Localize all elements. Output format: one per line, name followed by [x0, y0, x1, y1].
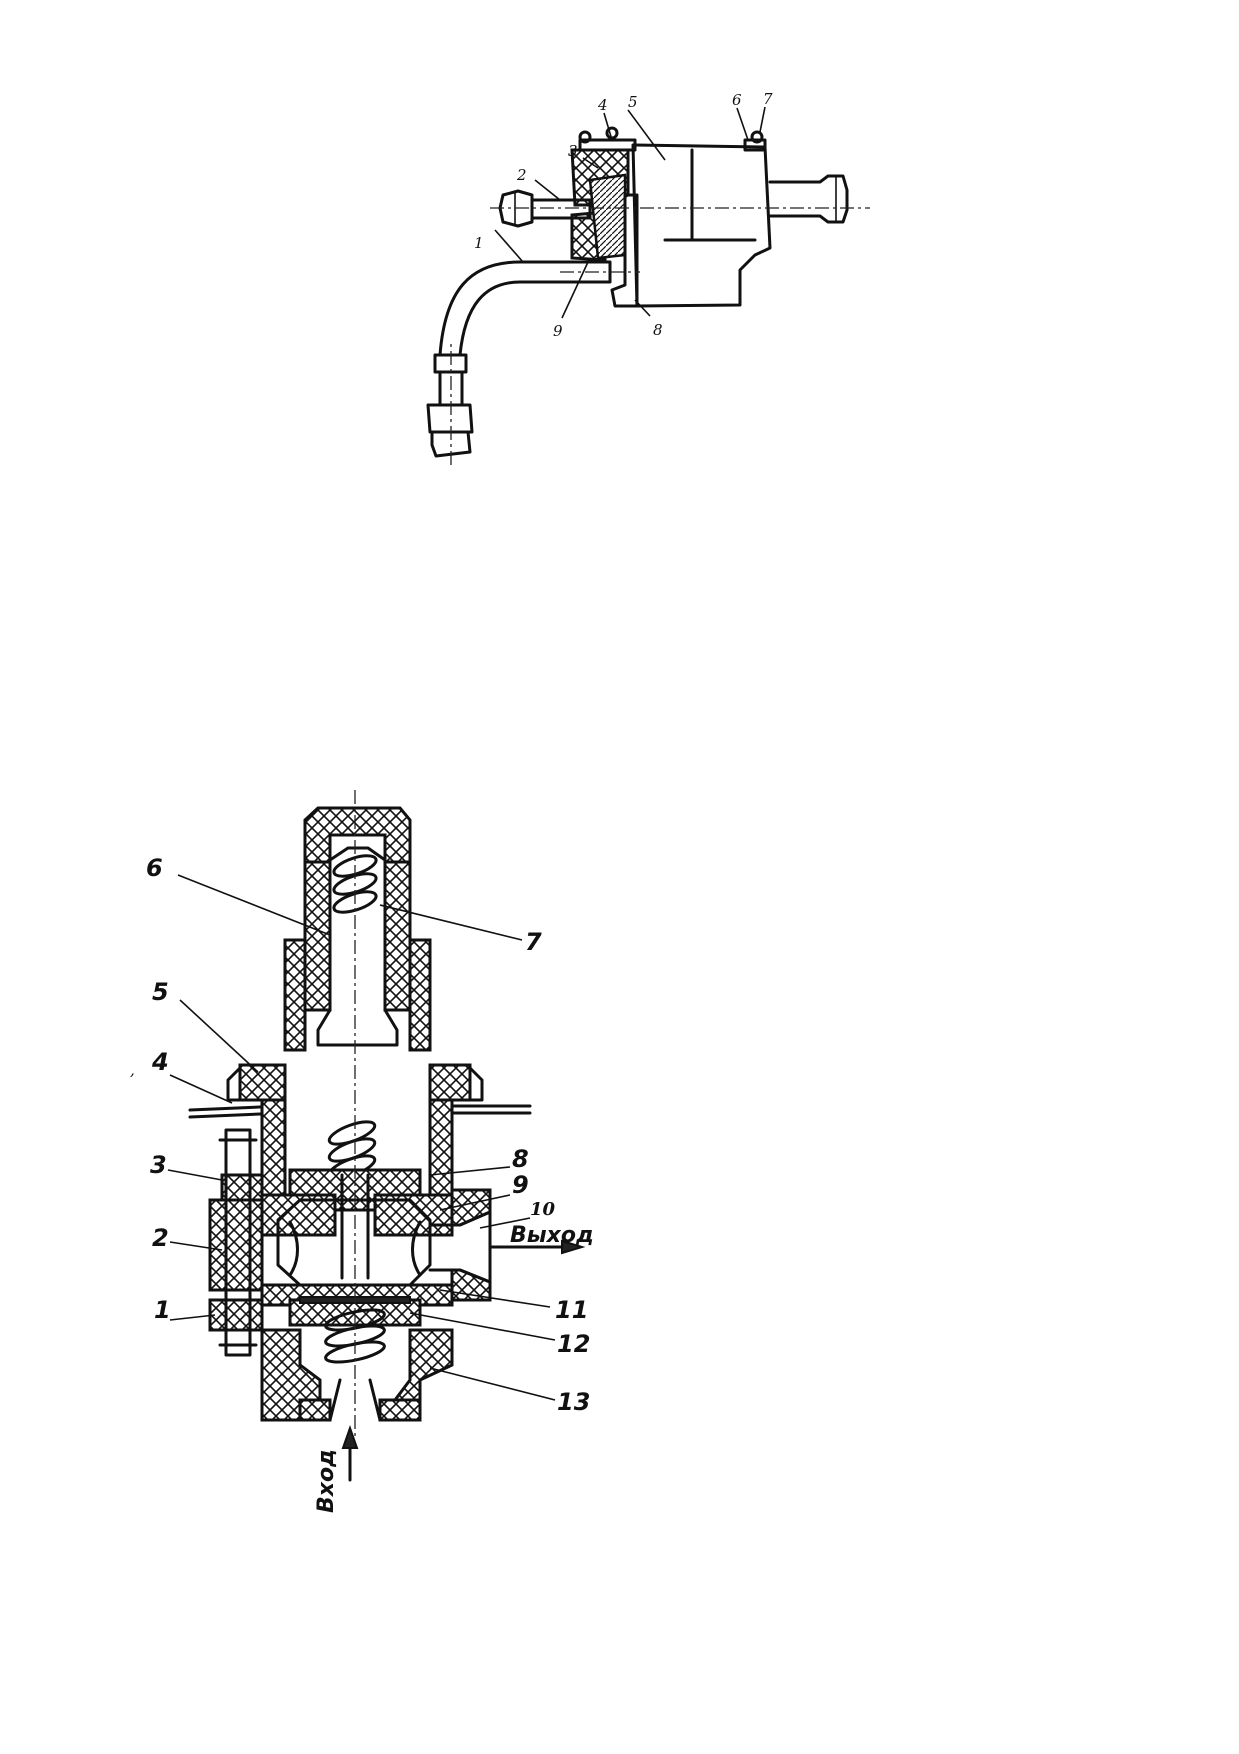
- bottom-label-4: 4: [151, 1048, 169, 1076]
- bottom-bolt: [224, 1128, 252, 1357]
- bottom-label-1: 1: [154, 1296, 171, 1324]
- bottom-flange: [208, 1198, 264, 1292]
- top-label-2: 2: [516, 166, 527, 184]
- bottom-label-6: 6: [146, 854, 163, 882]
- bottom-inlet-port: [328, 1378, 382, 1422]
- top-label-1: 1: [474, 234, 484, 252]
- bottom-label-3: 3: [150, 1151, 167, 1179]
- bottom-label-9: 9: [512, 1171, 529, 1199]
- bottom-lock-nut: [238, 1063, 287, 1102]
- bottom-label-2: 2: [152, 1224, 169, 1252]
- bottom-chamber: [276, 1198, 432, 1287]
- bottom-label-11: 11: [555, 1296, 588, 1324]
- bottom-spring-7: [332, 854, 378, 914]
- bottom-stray-mark: ,: [130, 1061, 135, 1079]
- inlet-label: Вход: [314, 1449, 339, 1513]
- bottom-label-13: 13: [557, 1388, 590, 1416]
- top-figure-labels: 1 2 3 4 5 6 7 8 9: [474, 90, 773, 340]
- bottom-label-12: 12: [557, 1330, 590, 1358]
- bottom-top-cap: [303, 806, 412, 864]
- top-label-8: 8: [653, 321, 663, 339]
- top-figure: [426, 106, 870, 465]
- top-inlet-nozzle: [530, 198, 592, 220]
- bottom-label-7: 7: [525, 928, 542, 956]
- bottom-spring-13: [324, 1308, 386, 1364]
- bottom-figure: [167, 790, 586, 1482]
- bottom-label-10: 10: [530, 1199, 556, 1220]
- top-housing: [631, 143, 772, 308]
- top-label-9: 9: [553, 322, 563, 340]
- bottom-figure-labels: 6 7 5 , 4 3 2 1 8 9 10 Выход 11 12 13 Вх…: [130, 854, 594, 1513]
- top-label-5: 5: [628, 93, 638, 111]
- bottom-label-8: 8: [512, 1145, 529, 1173]
- top-label-4: 4: [597, 96, 608, 114]
- top-outlet-pipe: [768, 174, 849, 224]
- top-lower-pipe: [538, 260, 612, 284]
- top-label-7: 7: [763, 90, 773, 108]
- top-label-3: 3: [568, 142, 578, 160]
- outlet-label: Выход: [510, 1223, 594, 1248]
- bottom-label-5: 5: [152, 978, 169, 1006]
- top-label-6: 6: [732, 91, 742, 109]
